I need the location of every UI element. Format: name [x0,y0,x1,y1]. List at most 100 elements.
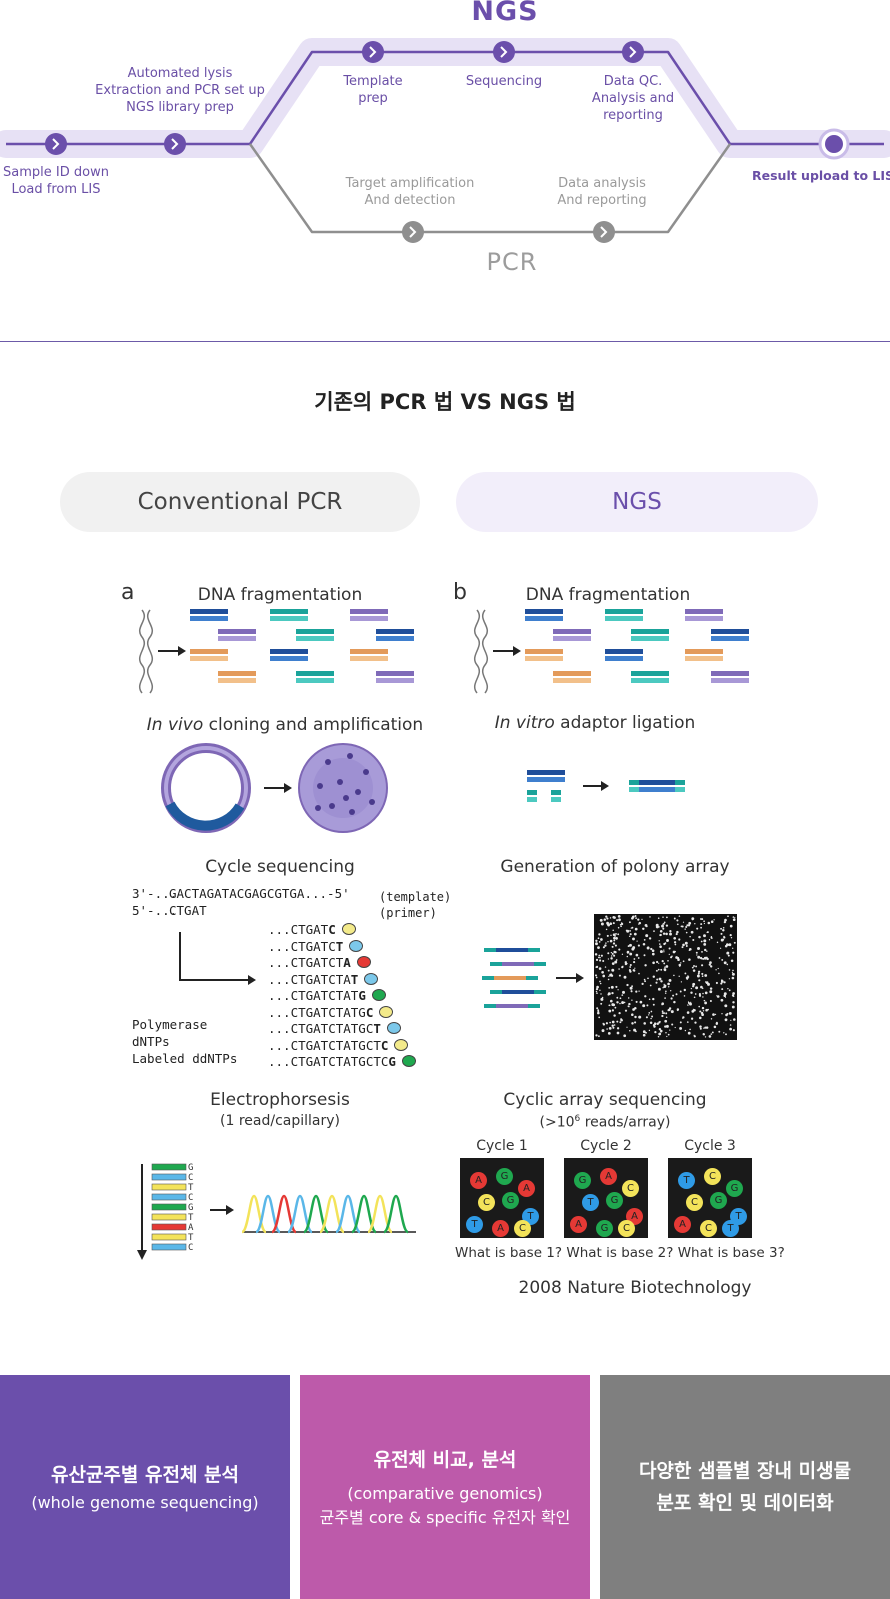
node-sample [45,133,67,155]
ladder-row: ...CTGATCTATGCTC [268,1038,409,1054]
b-fragmentation-graphic [474,609,749,694]
cycle-label: Cycle 1 [476,1138,528,1154]
ladder-row: ...CTGATCTATGCTCG [268,1054,416,1070]
base-call: A [470,1172,487,1189]
base-call: A [674,1216,691,1233]
ladder-row: ...CTGATCTATGCT [268,1021,401,1037]
node-data-analysis [593,221,615,243]
a-cycle-seq-title: Cycle sequencing [205,857,355,877]
section-divider [0,341,890,342]
gel-letter: T [188,1183,194,1193]
end-label: Result upload to LIS [752,168,890,183]
card-whole-genome: 유산균주별 유전체 분석 (whole genome sequencing) [0,1375,290,1599]
ddntp-label-icon [379,1005,394,1018]
ngs-step-sequencing: Sequencing [465,74,543,89]
gel-letter: G [188,1203,193,1213]
base-call: G [726,1180,743,1197]
panel-b-label: b [453,580,467,605]
gel-letter: A [188,1223,194,1233]
ladder-row: ...CTGATCTAT [268,972,379,988]
pcr-step-analysis: Data analysis And reporting [557,176,647,208]
ladder-row: ...CTGATCTA [268,955,371,971]
figure-source: 2008 Nature Biotechnology [518,1278,752,1298]
a-electro-sub: (1 read/capillary) [220,1113,340,1129]
node-prep [164,133,186,155]
base-call: G [596,1220,613,1237]
template-prefix: 3'-... [132,886,178,901]
base-call: C [704,1168,721,1185]
primer-prefix: 5'-... [132,903,178,918]
a-fragmentation-graphic [139,609,414,694]
base-call: A [570,1216,587,1233]
base-call: T [722,1220,739,1237]
b-cyclic-sub: (>106 reads/array) [539,1114,671,1131]
template-seq: GACTAGATACGAGCGTGA...-5' [169,886,350,901]
comparison-title: 기존의 PCR 법 VS NGS 법 [314,390,576,414]
reagent-dntps: dNTPs [132,1034,170,1049]
a-cloning-graphic [161,743,388,833]
base-call: G [710,1192,727,1209]
ngs-title: NGS [471,0,539,27]
ddntp-label-icon [401,1055,416,1067]
ladder-row: ...CTGATCT [268,939,364,955]
base-call: G [496,1168,513,1185]
base-call: A [518,1180,535,1197]
base-call: A [600,1168,617,1185]
base-call: T [582,1194,599,1211]
ddntp-label-icon [386,1022,401,1034]
panel-a-label: a [121,580,135,605]
tab-conventional-pcr[interactable]: Conventional PCR [60,472,420,532]
gel-letter: C [188,1243,193,1253]
card-comparative-genomics: 유전체 비교, 분석 (comparative genomics) 균주별 co… [300,1375,590,1599]
b-polony-graphic [482,914,737,1040]
ddntp-label-icon [356,956,371,968]
ngs-step-template: Template prep [343,74,403,106]
primer-label: (primer) [379,906,437,920]
base-call: C [514,1220,531,1237]
a-cloning-title: In vivo cloning and amplification [146,715,424,735]
base-call: T [678,1172,695,1189]
ddntp-label-icon [394,1038,409,1051]
gel-letter: C [188,1193,193,1203]
tab-ngs[interactable]: NGS [456,472,818,532]
base-call: C [686,1194,703,1211]
b-cyclic-title: Cyclic array sequencing [503,1090,707,1110]
b-fragmentation-title: DNA fragmentation [525,585,691,605]
base-call: G [606,1192,623,1209]
base-call: T [466,1216,483,1233]
cycle-label: Cycle 3 [684,1138,736,1154]
node-template [362,41,384,63]
ladder-row: ...CTGATCTATG [268,988,386,1004]
base-call: G [502,1192,519,1209]
base-call: C [478,1194,495,1211]
gel-letter: T [188,1233,194,1243]
base-call: C [622,1180,639,1197]
reagent-ddntps: Labeled ddNTPs [132,1051,238,1066]
pcr-title: PCR [486,248,538,276]
node-dataqc [622,41,644,63]
gel-letter: T [188,1213,194,1223]
ddntp-label-icon [364,972,379,985]
primer-seq: CTGAT [169,903,207,918]
base-call: C [618,1220,635,1237]
ddntp-label-icon [371,989,386,1001]
card-gut-microbiome: 다양한 샘플별 장내 미생물 분포 확인 및 데이터화 [600,1375,890,1599]
ladder-row: ...CTGATCTATGC [268,1005,394,1021]
base-call: C [700,1220,717,1237]
cycle-label: Cycle 2 [580,1138,632,1154]
node-result [818,128,850,160]
node-sequencing [493,41,515,63]
pcr-step-target: Target amplification And detection [345,176,475,208]
gel-letter: C [188,1173,193,1183]
ladder-row: ...CTGATC [268,922,356,938]
ddntp-label-icon [349,939,364,952]
a-fragmentation-title: DNA fragmentation [197,585,363,605]
ngs-step-dataqc: Data QC. Analysis and reporting [591,74,675,123]
ddntp-label-icon [341,923,356,935]
node-target-amp [402,221,424,243]
